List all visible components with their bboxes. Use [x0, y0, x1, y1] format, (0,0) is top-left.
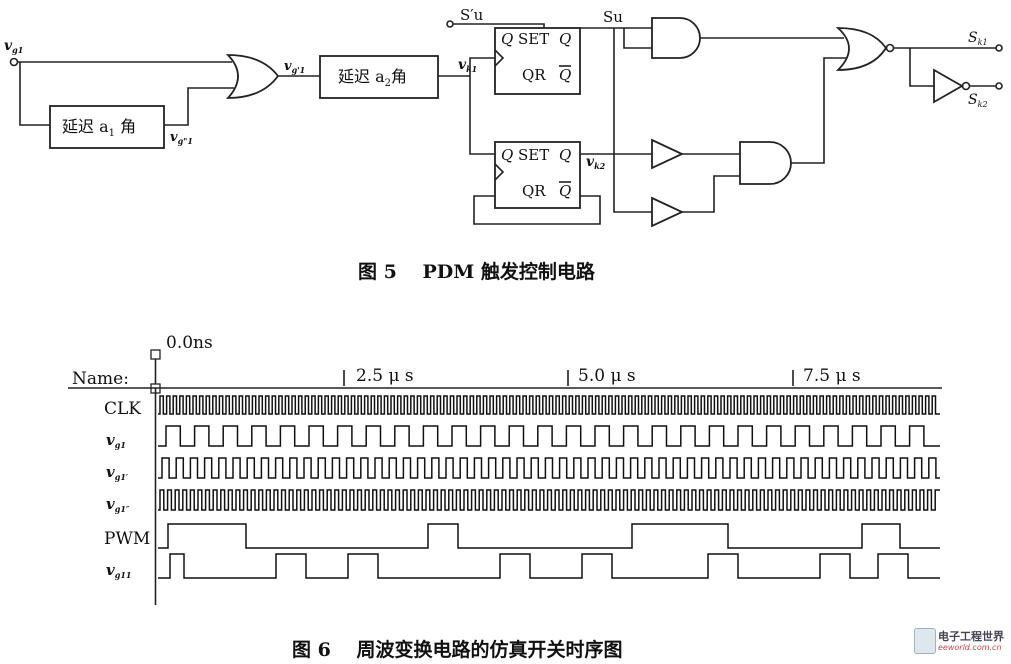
label-vg1p: vg'1 — [284, 59, 305, 75]
and-gate-1 — [651, 17, 701, 59]
watermark-icon — [914, 628, 936, 654]
watermark-line1: 电子工程世界 — [938, 630, 1004, 643]
row-label-vg1: vg1 — [106, 431, 126, 450]
output-terminal-sk1 — [995, 44, 1003, 52]
ff1-q-label: Q — [501, 30, 513, 48]
or-gate-1 — [225, 54, 280, 99]
row-label-clk: CLK — [104, 399, 141, 419]
time-tick-3: 7.5 μ s — [803, 366, 861, 386]
figure-5-caption: 图 5 PDM 触发控制电路 — [358, 260, 596, 283]
and-gate-2 — [739, 141, 792, 185]
flip-flop-2 — [494, 141, 581, 209]
pdm-trigger-circuit: vg1 延迟 a1 角 vg"1 vg'1 延迟 a2角 vk1 S′u Q S… — [4, 6, 1003, 283]
ff2-qbar-label: Q — [559, 182, 571, 200]
label-su-prime: S′u — [460, 6, 484, 24]
ff1-qbar-label: Q — [559, 66, 571, 84]
watermark-line2: eeworld.com.cn — [938, 643, 1002, 652]
output-terminal-sk2 — [995, 82, 1003, 90]
buffer-2 — [651, 196, 685, 228]
waveform-clk — [158, 395, 940, 415]
time-tick-2: 5.0 μ s — [578, 366, 636, 386]
label-vg1: vg1 — [4, 38, 23, 55]
row-label-vg1pp: vg1″ — [106, 495, 130, 514]
label-sk1: Sk1 — [968, 30, 988, 47]
flip-flop-1 — [494, 27, 581, 95]
label-vg1pp: vg"1 — [170, 130, 193, 146]
delay-a1-block — [49, 105, 165, 149]
waveform-vg11 — [158, 553, 940, 579]
label-sk2: Sk2 — [968, 92, 988, 109]
cursor-time-label: 0.0ns — [166, 333, 213, 353]
waveform-vg1-double-prime — [158, 489, 940, 511]
nor-gate-bubble — [885, 43, 895, 53]
buffer-1 — [651, 138, 685, 170]
ff2-qr-label: QR — [522, 182, 546, 200]
row-label-pwm: PWM — [104, 529, 150, 549]
input-terminal-vg1 — [9, 57, 19, 67]
waveform-vg1 — [158, 425, 940, 447]
figure-6-caption: 图 6 周波变换电路的仿真开关时序图 — [292, 638, 622, 661]
waveform-pwm — [158, 523, 940, 549]
label-vk2: vk2 — [586, 154, 606, 171]
ff2-set-label: SET — [518, 146, 549, 164]
waveform-vg1-prime — [158, 457, 940, 479]
ff2-q2-label: Q — [559, 146, 571, 164]
time-tick-1: 2.5 μ s — [356, 366, 414, 386]
delay-a2-block — [319, 55, 439, 99]
label-su: Su — [603, 8, 623, 26]
nor-gate — [835, 27, 888, 71]
cursor-handle-top[interactable] — [150, 349, 161, 360]
name-header: Name: — [72, 369, 129, 389]
ff1-q2-label: Q — [559, 30, 571, 48]
row-label-vg1p: vg1′ — [106, 463, 129, 482]
inverter — [933, 68, 964, 104]
timing-diagram: 0.0ns Name: 2.5 μ s 5.0 μ s 7.5 μ s CLK … — [68, 333, 942, 661]
ff1-qr-label: QR — [522, 66, 546, 84]
ff2-q-label: Q — [501, 146, 513, 164]
label-vk1: vk1 — [458, 57, 477, 74]
delay-a1-label: 延迟 a1 角 — [62, 117, 136, 139]
ff1-set-label: SET — [518, 30, 549, 48]
watermark-logo: 电子工程世界 eeworld.com.cn — [914, 626, 1008, 660]
delay-a2-label: 延迟 a2角 — [338, 67, 407, 89]
input-terminal-su-prime — [446, 20, 454, 28]
row-label-vg11: vg11 — [106, 561, 131, 580]
